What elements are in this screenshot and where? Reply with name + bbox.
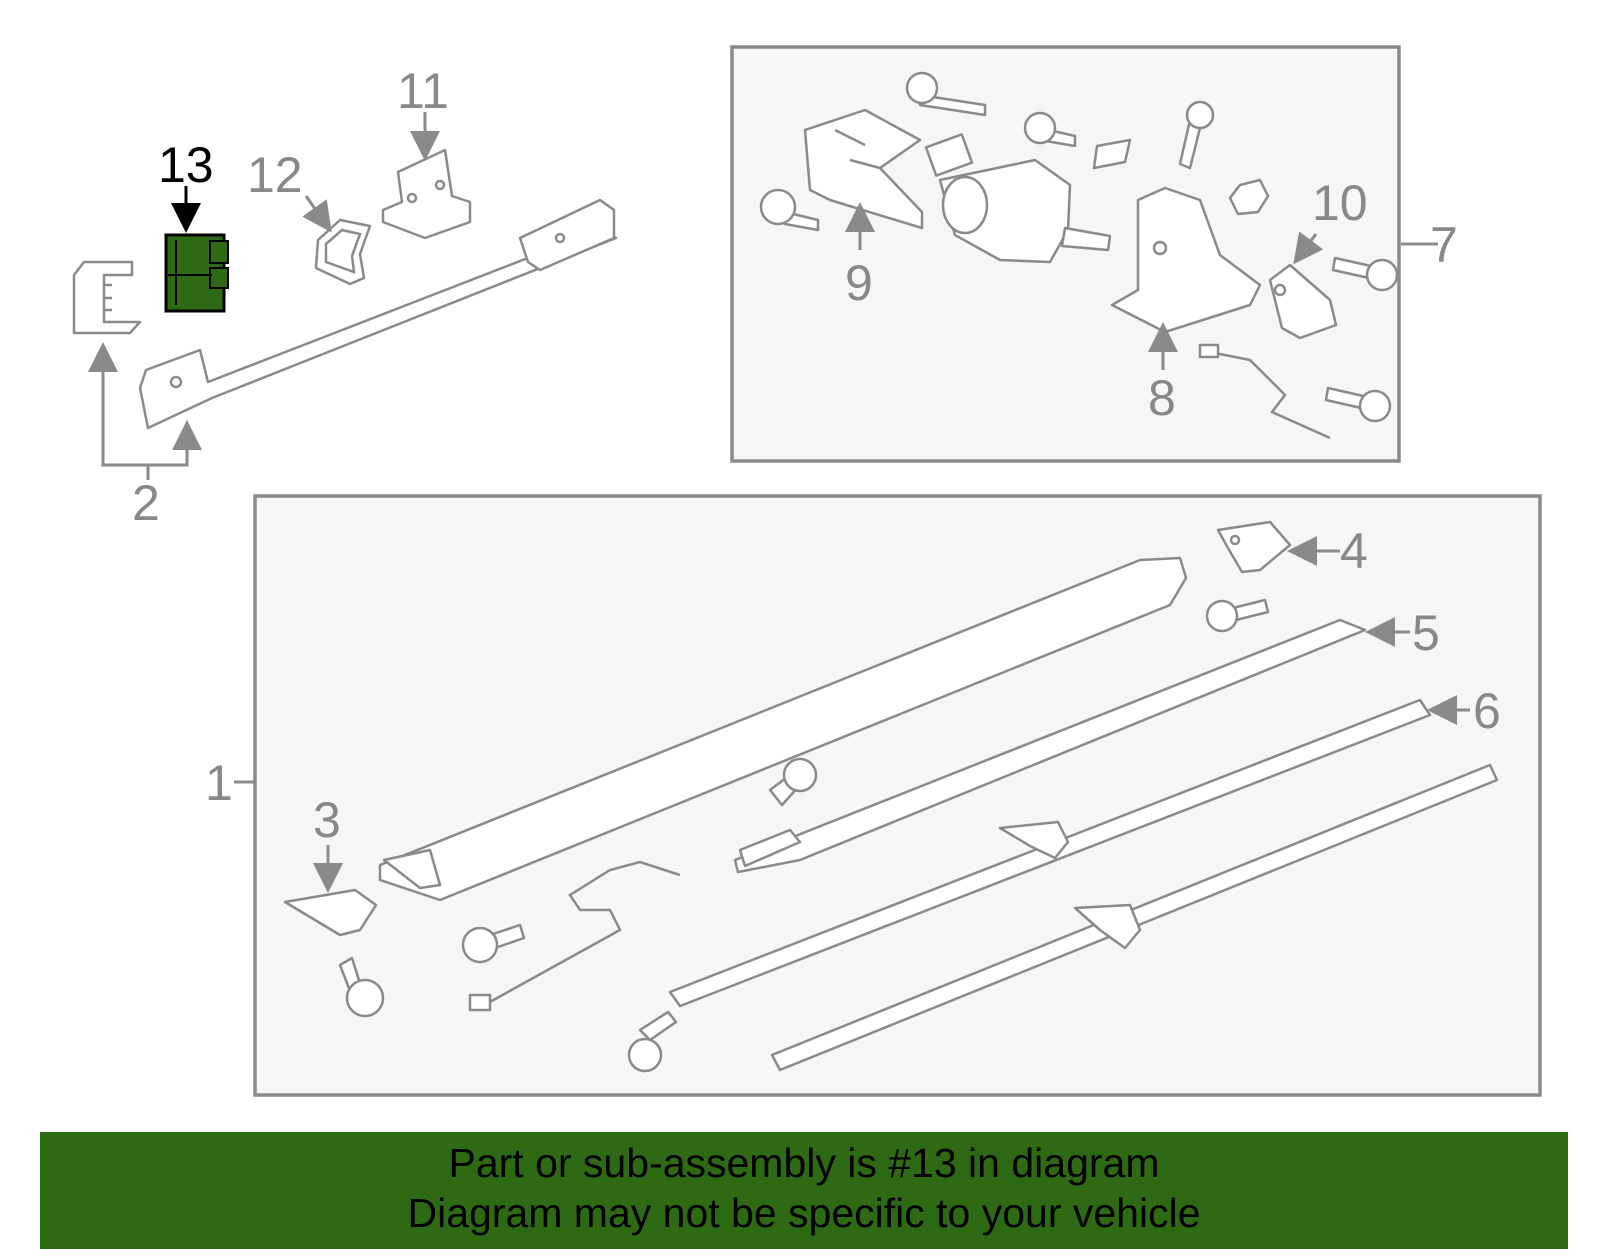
part-2-bracket-left	[72, 260, 142, 335]
banner-line-2: Diagram may not be specific to your vehi…	[407, 1190, 1201, 1236]
part-4-cap	[1216, 520, 1292, 574]
callout-12: 12	[247, 147, 303, 203]
part-2-rail	[138, 198, 618, 430]
box1-bolts	[338, 598, 1270, 1073]
lower-rail	[770, 763, 1499, 1072]
wire-harness-lower	[468, 860, 681, 1012]
callout-2: 2	[132, 475, 160, 531]
part-12-gasket	[314, 218, 372, 286]
callout-8: 8	[1148, 370, 1176, 426]
part-10-bracket	[1268, 263, 1338, 340]
banner-line-1: Part or sub-assembly is #13 in diagram	[448, 1140, 1160, 1186]
part-3-cap	[283, 888, 378, 937]
part-8-bracket	[1110, 186, 1262, 334]
part-11-bracket	[381, 148, 472, 240]
callout-4: 4	[1340, 523, 1368, 579]
callout-5: 5	[1412, 605, 1440, 661]
callout-3: 3	[313, 792, 341, 848]
running-board	[378, 556, 1188, 902]
callout-1: 1	[205, 755, 233, 811]
callout-13: 13	[158, 137, 214, 193]
box7-bolts	[759, 71, 1399, 423]
leader-lines	[88, 112, 1470, 893]
info-banner: Part or sub-assembly is #13 in diagram D…	[40, 1132, 1568, 1249]
callout-10: 10	[1312, 175, 1368, 231]
subassembly-box-7	[730, 45, 1401, 463]
callout-9: 9	[845, 255, 873, 311]
callout-11: 11	[397, 63, 449, 119]
wire-harness-upper	[1198, 343, 1331, 440]
motor-assembly	[924, 133, 1112, 264]
part-9-bracket	[803, 108, 924, 230]
callout-6: 6	[1473, 683, 1501, 739]
callout-7: 7	[1430, 217, 1458, 273]
part-13-module[interactable]	[164, 233, 229, 313]
part-6-trim	[668, 698, 1432, 1008]
part-5-trim	[733, 618, 1367, 874]
parts-diagram: 13 12 11 2 9 8 10 7 1 3 4 5 6	[72, 45, 1542, 1097]
